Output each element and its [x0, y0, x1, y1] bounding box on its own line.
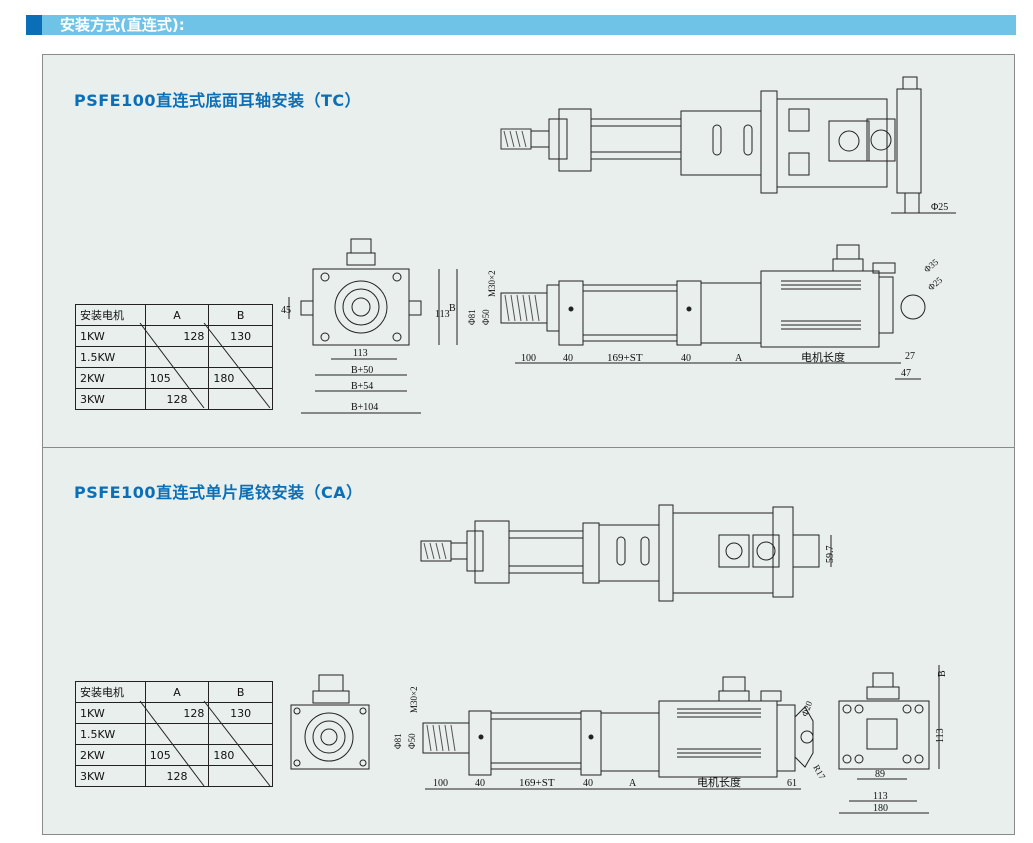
- dim-phi81: Φ81: [467, 309, 477, 325]
- dim-phi50-ca: Φ50: [407, 733, 417, 749]
- row-3kw-ca: 3KW: [75, 765, 146, 787]
- th-A: A: [144, 304, 210, 326]
- row-2kw: 2KW: [75, 367, 146, 389]
- dim-b54: B+54: [351, 381, 373, 392]
- dim-motor-length-ca: 电机长度: [697, 775, 741, 789]
- dim-45: 45: [281, 305, 291, 316]
- section-header-bar: [26, 15, 1016, 35]
- dim-169-ca: 169+ST: [519, 777, 555, 789]
- rear-view-ca: B 113 89 113 180: [838, 665, 948, 814]
- th-B-ca: B: [208, 681, 273, 703]
- panel-tc: PSFE100直连式底面耳轴安装（TC） Φ25: [42, 54, 1015, 448]
- dim-phi25-top: Φ25: [931, 202, 948, 213]
- row-3kw: 3KW: [75, 388, 146, 410]
- dim-B-ca: B: [937, 670, 948, 677]
- dim-40a-ca: 40: [475, 778, 485, 789]
- row-1kw: 1KW: [75, 325, 146, 347]
- drawing-tc: Φ25 45 113 B 113 B+50 B+54 B+104: [281, 76, 956, 414]
- section-title: 安装方式(直连式):: [60, 16, 185, 34]
- end-view-ca: [290, 674, 370, 770]
- dim-r17: R17: [811, 763, 827, 781]
- cell-2kw-a-ca: 105: [144, 744, 210, 766]
- dim-40b: 40: [681, 353, 691, 364]
- dim-169: 169+ST: [607, 352, 643, 364]
- dim-89: 89: [875, 769, 885, 780]
- cell-3kw-a-ca: 128: [144, 765, 210, 787]
- dim-phi25-side: Φ25: [926, 275, 945, 293]
- cell-1kw-a: 128: [144, 325, 210, 347]
- dim-47: 47: [901, 368, 911, 379]
- dim-A: A: [735, 353, 743, 364]
- dim-40a: 40: [563, 353, 573, 364]
- side-view-ca: 100 40 169+ST 40 A 电机长度 61 M30×2 Φ81 Φ50…: [393, 676, 828, 790]
- dim-100-ca: 100: [433, 778, 448, 789]
- dim-phi50: Φ50: [481, 309, 491, 325]
- row-1-5kw-ca: 1.5KW: [75, 723, 146, 745]
- cell-2kw-b-ca: 180: [208, 744, 273, 766]
- dim-B-v: B: [449, 303, 456, 314]
- cell-1kw-a-ca: 128: [144, 702, 210, 724]
- cell-1kw-b: 130: [208, 325, 273, 347]
- top-view-cylinder: Φ25: [500, 76, 956, 214]
- th-B: B: [208, 304, 273, 326]
- dim-113-ca: 113: [873, 791, 888, 802]
- dim-100: 100: [521, 353, 536, 364]
- dim-113-v: 113: [435, 309, 450, 320]
- panel-ca: PSFE100直连式单片尾铰安装（CA） 59.7: [42, 447, 1015, 835]
- dim-b104: B+104: [351, 402, 378, 413]
- cell-2kw-a: 105: [144, 367, 210, 389]
- dim-phi20: Φ20: [799, 699, 814, 718]
- th-motor: 安装电机: [75, 304, 146, 326]
- dim-phi81-ca: Φ81: [393, 733, 403, 749]
- dim-113v-ca: 113: [935, 728, 946, 743]
- end-view-tc: 45 113 B 113 B+50 B+54 B+104: [281, 238, 458, 414]
- th-motor-ca: 安装电机: [75, 681, 146, 703]
- dim-A-ca: A: [629, 778, 637, 789]
- dim-40b-ca: 40: [583, 778, 593, 789]
- dim-m30: M30×2: [487, 270, 497, 297]
- dim-phi35: Φ35: [922, 257, 941, 275]
- side-view-tc: 100 40 169+ST 40 A 电机长度 27 47 M30×2 Φ81 …: [467, 244, 945, 380]
- row-1-5kw: 1.5KW: [75, 346, 146, 368]
- dim-motor-length: 电机长度: [801, 350, 845, 364]
- cell-2kw-b: 180: [208, 367, 273, 389]
- dim-61: 61: [787, 778, 797, 789]
- drawing-ca: 59.7 100 40: [290, 504, 948, 814]
- row-1kw-ca: 1KW: [75, 702, 146, 724]
- panel-title-ca: PSFE100直连式单片尾铰安装（CA）: [74, 483, 363, 502]
- dim-113: 113: [353, 348, 368, 359]
- row-2kw-ca: 2KW: [75, 744, 146, 766]
- top-view-ca: 59.7: [420, 504, 836, 602]
- th-A-ca: A: [144, 681, 210, 703]
- panel-title-tc: PSFE100直连式底面耳轴安装（TC）: [74, 91, 362, 110]
- dim-27: 27: [905, 351, 915, 362]
- dim-m30-ca: M30×2: [409, 686, 419, 713]
- dim-59: 59.7: [825, 546, 836, 564]
- cell-1kw-b-ca: 130: [208, 702, 273, 724]
- dim-180: 180: [873, 803, 888, 814]
- dim-b50: B+50: [351, 365, 373, 376]
- cell-3kw-a: 128: [144, 388, 210, 410]
- section-header-marker: [26, 15, 42, 35]
